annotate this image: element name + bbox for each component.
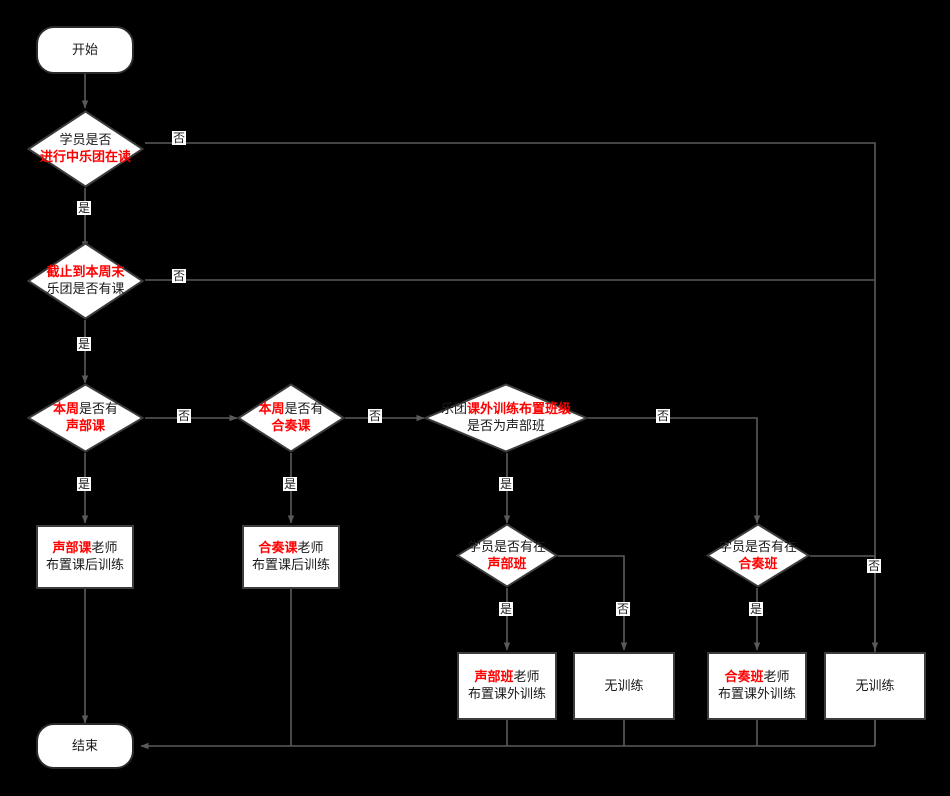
edge-label-d4-no: 否: [368, 409, 383, 423]
end-node-label: 结束: [71, 738, 98, 754]
diamond-shape: [424, 383, 588, 453]
diamond-shape: [27, 110, 144, 188]
decision-student-in-sectional-label: 学员是否有在声部班: [467, 539, 546, 572]
process-no-training-right[interactable]: 无训练: [824, 652, 926, 720]
edge-label-d7-yes: 是: [749, 602, 764, 616]
edge-d6-no-to-p4: [558, 555, 628, 651]
edge-d5-no-to-d7: [588, 417, 761, 524]
edge-label-d4-yes: 是: [283, 477, 298, 491]
diamond-shape: [237, 383, 345, 453]
edge-label-d1-no: 否: [172, 131, 187, 145]
decision-student-in-ensemble-class[interactable]: 学员是否有在合奏班: [706, 523, 810, 588]
edge-label-d5-no: 否: [656, 409, 671, 423]
edge-label-d1-yes: 是: [77, 201, 92, 215]
decision-student-enrolled-label: 学员是否进行中乐团在读: [39, 133, 131, 165]
edge-label-d5-yes: 是: [499, 477, 514, 491]
start-node[interactable]: 开始: [36, 26, 134, 74]
process-sectional-group-label: 声部班老师布置课外训练: [467, 670, 546, 702]
decision-sectional-class[interactable]: 本周是否有声部课: [27, 383, 144, 453]
edge-label-d3-yes: 是: [77, 477, 92, 491]
decision-ensemble-class[interactable]: 本周是否有合奏课: [237, 383, 345, 453]
process-sectional-teacher-label: 声部课老师布置课后训练: [45, 541, 124, 573]
edge-label-d6-yes: 是: [499, 602, 514, 616]
decision-extracurricular-class-type-label: 乐团课外训练布置班级是否为声部班: [440, 402, 572, 434]
edge-label-d7-no: 否: [867, 559, 882, 573]
diamond-shape: [27, 383, 144, 453]
decision-ensemble-class-label: 本周是否有合奏课: [258, 402, 324, 434]
edge-d1-no-right: [145, 142, 876, 741]
process-no-training-left-label: 无训练: [604, 678, 644, 694]
process-ensemble-group-label: 合奏班老师布置课外训练: [717, 670, 796, 702]
diamond-shape: [27, 242, 144, 320]
edge-label-d2-yes: 是: [77, 337, 92, 351]
edge-label-d3-no: 否: [177, 409, 192, 423]
decision-orchestra-class-label: 截止到本周末乐团是否有课: [46, 265, 125, 297]
decision-student-in-sectional-class[interactable]: 学员是否有在声部班: [456, 523, 558, 588]
decision-student-enrolled[interactable]: 学员是否进行中乐团在读: [27, 110, 144, 188]
process-sectional-group-teacher-homework[interactable]: 声部班老师布置课外训练: [457, 652, 557, 720]
process-no-training-right-label: 无训练: [855, 678, 895, 694]
process-ensemble-teacher-homework[interactable]: 合奏课老师布置课后训练: [242, 525, 340, 589]
decision-extracurricular-class-type[interactable]: 乐团课外训练布置班级是否为声部班: [424, 383, 588, 453]
edge-label-d6-no: 否: [616, 602, 631, 616]
decision-sectional-class-label: 本周是否有声部课: [52, 402, 119, 434]
process-sectional-teacher-homework[interactable]: 声部课老师布置课后训练: [36, 525, 134, 589]
end-node[interactable]: 结束: [36, 723, 134, 769]
diamond-shape: [706, 523, 810, 588]
edge-label-d2-no: 否: [172, 269, 187, 283]
decision-orchestra-class-this-week[interactable]: 截止到本周末乐团是否有课: [27, 242, 144, 320]
diamond-shape: [456, 523, 558, 588]
process-no-training-left[interactable]: 无训练: [573, 652, 675, 720]
process-ensemble-teacher-label: 合奏课老师布置课后训练: [251, 541, 330, 573]
process-ensemble-group-teacher-homework[interactable]: 合奏班老师布置课外训练: [707, 652, 807, 720]
decision-student-in-ensemble-label: 学员是否有在合奏班: [718, 539, 797, 572]
start-node-label: 开始: [71, 42, 98, 58]
